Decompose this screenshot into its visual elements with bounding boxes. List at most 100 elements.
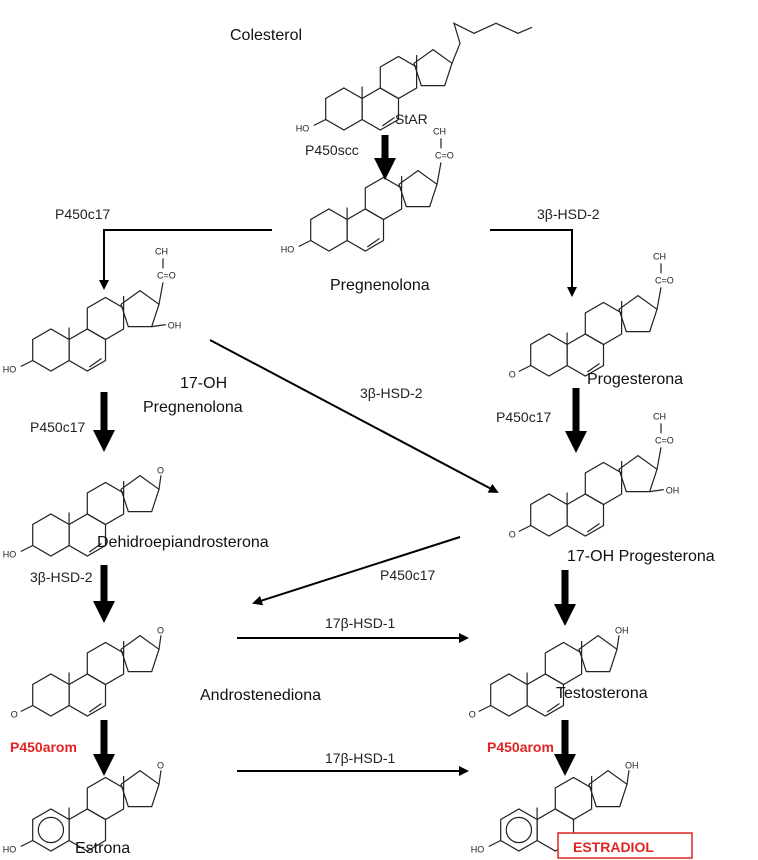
ring-b <box>566 333 605 377</box>
label-17oh-pregnenolona-line2: Pregnenolona <box>143 399 243 416</box>
estrone-structure: HO O <box>3 760 164 854</box>
ring-a <box>32 673 70 717</box>
ring-b <box>361 87 400 131</box>
ring-d <box>120 769 160 808</box>
hydroxyl-bond <box>298 239 311 248</box>
ring-b <box>68 328 107 372</box>
label-dehidroepiandrosterona: Dehidroepiandrosterona <box>97 534 269 551</box>
17oh-progesterone-structure: O C=O CH OH <box>509 411 680 539</box>
ring-c <box>554 776 593 821</box>
ring-b <box>346 208 385 252</box>
ring-a <box>490 673 528 717</box>
double-bond <box>586 363 600 373</box>
ring-c <box>86 481 125 526</box>
ketone-label: O <box>469 710 476 720</box>
enzyme-17b-hsd1-bottom: 17β-HSD-1 <box>325 750 396 766</box>
enzyme-p450c17-right: P450c17 <box>496 409 551 425</box>
hydroxyl-label: OH <box>666 486 680 496</box>
ring-c <box>584 461 623 506</box>
enzyme-p450scc: P450scc <box>305 142 359 158</box>
ring-d <box>588 769 628 808</box>
ketone-label: O <box>509 530 516 540</box>
double-bond <box>88 543 102 553</box>
ring-c <box>544 641 583 686</box>
hydroxyl-label: OH <box>615 625 629 635</box>
enzyme-p450c17-diagonal: P450c17 <box>380 567 435 583</box>
carbonyl-label: C=O <box>157 270 176 280</box>
arrow-17oh-pregnenolona-to-17oh-progesterona <box>209 339 499 493</box>
double-bond <box>586 523 600 533</box>
label-estradiol: ESTRADIOL <box>573 839 654 855</box>
hydroxyl-bond <box>626 770 630 785</box>
double-bond <box>366 238 380 248</box>
ring-a <box>530 493 568 537</box>
hydroxyl-label: HO <box>471 845 485 855</box>
acetyl-bond <box>158 282 164 305</box>
acetyl-bond <box>436 162 442 185</box>
progesterone-structure: OC=OCH <box>509 251 674 379</box>
ketone-bond <box>158 635 162 650</box>
ketone-bond <box>518 524 531 533</box>
hydroxyl-bond <box>151 324 166 328</box>
ring-c <box>86 776 125 821</box>
ketone-label: O <box>11 710 18 720</box>
estradiol-box <box>557 832 693 859</box>
label-testosterona: Testosterona <box>556 685 648 702</box>
hydroxyl-label: HO <box>3 365 17 375</box>
ring-a <box>325 87 363 131</box>
methyl-label: CH <box>155 246 168 256</box>
hydroxyl-bond <box>20 359 33 368</box>
side-chain <box>451 22 533 64</box>
ring-b <box>566 493 605 537</box>
double-bond <box>88 703 102 713</box>
ketone-label: O <box>157 625 164 635</box>
arrow-pregnenolona-to-progesterona <box>490 229 577 297</box>
hydroxyl-label: OH <box>625 760 639 770</box>
methyl-label: CH <box>653 411 666 421</box>
ring-d <box>618 454 658 493</box>
label-colesterol: Colesterol <box>230 27 302 44</box>
ring-c <box>86 641 125 686</box>
enzyme-p450c17-top: P450c17 <box>55 206 110 222</box>
hydroxyl-bond <box>616 635 620 650</box>
hydroxyl-bond <box>313 118 326 127</box>
aromatic-ring <box>37 816 65 844</box>
label-pregnenolona: Pregnenolona <box>330 277 430 294</box>
testosterone-structure: O OH <box>469 625 629 719</box>
ring-c <box>584 301 623 346</box>
carbonyl-label: C=O <box>655 435 674 445</box>
ring-a <box>32 513 70 557</box>
hydroxyl-label: OH <box>168 321 182 331</box>
carbonyl-label: C=O <box>435 150 454 160</box>
hydroxyl-bond <box>649 489 664 493</box>
hydroxyl-bond <box>488 839 501 848</box>
label-estrona: Estrona <box>75 840 130 857</box>
double-bond <box>381 117 395 127</box>
acetyl-bond <box>656 447 662 470</box>
enzyme-3b-hsd2-top: 3β-HSD-2 <box>537 206 600 222</box>
ring-a <box>32 328 70 372</box>
dhea-structure: HOO <box>3 465 164 559</box>
ketone-bond <box>158 475 162 490</box>
hydroxyl-label: HO <box>3 845 17 855</box>
enzyme-17b-hsd1-top: 17β-HSD-1 <box>325 615 396 631</box>
enzyme-p450arom-right: P450arom <box>487 739 554 755</box>
methyl-label: CH <box>433 126 446 136</box>
hydroxyl-label: HO <box>3 550 17 560</box>
ring-d <box>398 169 438 208</box>
ketone-bond <box>158 770 162 785</box>
ring-c <box>86 296 125 341</box>
label-androstenediona: Androstenediona <box>200 687 321 704</box>
hydroxyl-bond <box>20 839 33 848</box>
ketone-bond <box>478 704 491 713</box>
hydroxyl-bond <box>20 544 33 553</box>
ring-c <box>364 176 403 221</box>
ring-a <box>310 208 348 252</box>
ring-d <box>413 48 453 87</box>
ring-d <box>578 634 618 673</box>
arrow-pregnenolona-to-17oh-pregnenolona <box>99 229 272 290</box>
ketone-label: O <box>157 760 164 770</box>
label-17oh-progesterona: 17-OH Progesterona <box>567 548 715 565</box>
enzyme-p450arom-left: P450arom <box>10 739 77 755</box>
